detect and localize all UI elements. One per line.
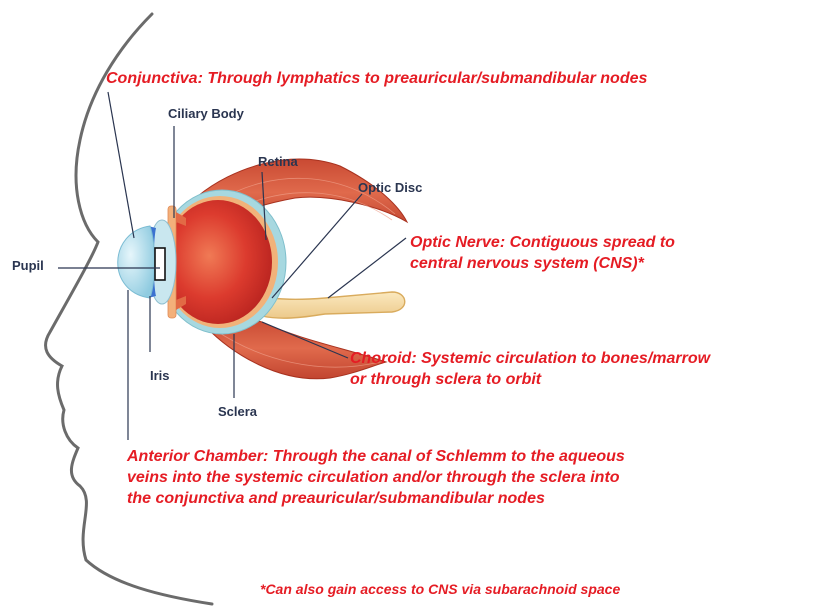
pupil-opening bbox=[155, 248, 165, 280]
label-iris: Iris bbox=[150, 368, 170, 383]
route-optic-nerve: Optic Nerve: Contiguous spread to centra… bbox=[410, 232, 675, 274]
label-retina: Retina bbox=[258, 154, 298, 169]
label-ciliary-body: Ciliary Body bbox=[168, 106, 244, 121]
route-choroid: Choroid: Systemic circulation to bones/m… bbox=[350, 348, 710, 390]
label-sclera: Sclera bbox=[218, 404, 257, 419]
footnote-cns: *Can also gain access to CNS via subarac… bbox=[260, 581, 620, 597]
leader-optic-nerve bbox=[328, 238, 406, 298]
leader-conjunctiva bbox=[108, 92, 134, 238]
label-pupil: Pupil bbox=[12, 258, 44, 273]
cornea bbox=[118, 226, 155, 298]
route-anterior-chamber: Anterior Chamber: Through the canal of S… bbox=[127, 446, 625, 509]
route-conjunctiva: Conjunctiva: Through lymphatics to preau… bbox=[106, 68, 647, 89]
label-optic-disc: Optic Disc bbox=[358, 180, 422, 195]
